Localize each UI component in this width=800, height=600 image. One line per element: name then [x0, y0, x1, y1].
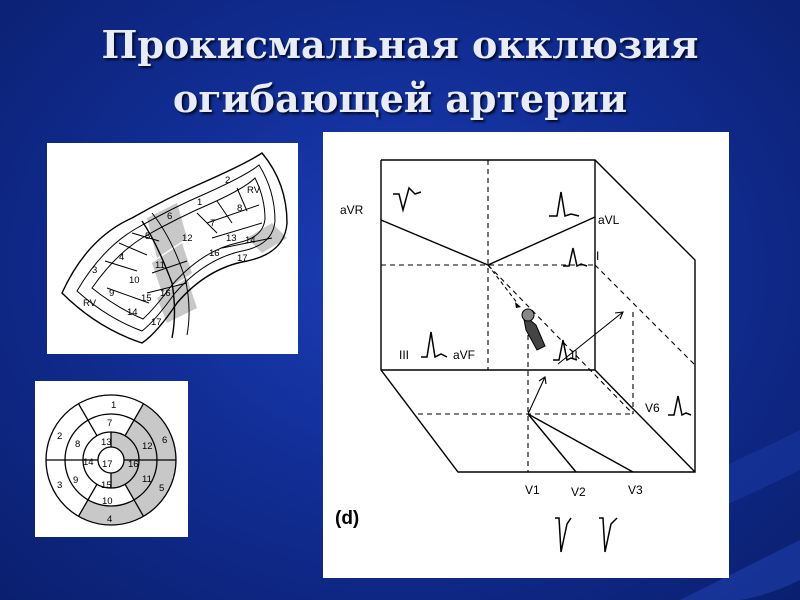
bullseye-segment-3: 3 — [57, 480, 62, 491]
bullseye-segment-10: 10 — [102, 496, 113, 507]
label-rv-top: RV — [247, 185, 261, 196]
bullseye-segment-12: 12 — [142, 441, 153, 452]
label-5: 5 — [145, 231, 150, 242]
hexaxial-ecg-diagram: aVR aVL I III aVF II V6 V1 V2 V3 (d) — [323, 132, 729, 578]
bullseye-segment-1: 1 — [111, 400, 116, 411]
segment-11-shaded — [125, 460, 157, 500]
bullseye-segment-15: 15 — [101, 480, 112, 491]
slide-title: Прокисмальная окклюзия огибающей артерии — [0, 18, 800, 126]
label-rv-left: RV — [83, 298, 97, 309]
lead-i: I — [596, 249, 599, 263]
label-13: 13 — [226, 233, 237, 244]
title-line-2: огибающей артерии — [172, 76, 628, 121]
lead-v3: V3 — [628, 483, 643, 497]
title-line-1: Прокисмальная окклюзия — [101, 22, 699, 67]
label-16-right: 16 — [209, 248, 220, 259]
label-11: 11 — [155, 260, 165, 271]
segment-4-shaded — [78, 499, 144, 526]
lead-ii: II — [571, 348, 578, 362]
bullseye-segment-13: 13 — [101, 437, 112, 448]
label-17-left: 17 — [151, 317, 162, 328]
label-7: 7 — [210, 218, 215, 229]
bullseye-segment-17: 17 — [102, 459, 113, 470]
bullseye-segment-8: 8 — [75, 439, 80, 450]
label-1: 1 — [197, 197, 202, 208]
bullseye-segment-14: 14 — [83, 457, 94, 468]
label-14-left: 14 — [127, 307, 138, 318]
lead-v2: V2 — [571, 485, 586, 499]
label-14-right: 14 — [245, 235, 256, 246]
lead-avr: aVR — [340, 203, 364, 217]
bullseye-segment-11: 11 — [142, 474, 152, 485]
lead-avf: aVF — [453, 348, 475, 362]
label-17-right: 17 — [237, 253, 248, 264]
label-15: 15 — [141, 293, 152, 304]
label-8: 8 — [237, 203, 242, 214]
lead-iii: III — [399, 348, 409, 362]
label-2: 2 — [225, 175, 230, 186]
label-4: 4 — [119, 252, 124, 263]
label-3: 3 — [92, 265, 97, 276]
bullseye-segment-5: 5 — [159, 483, 164, 494]
label-10: 10 — [129, 275, 140, 286]
segment-12-shaded — [125, 420, 157, 460]
label-12: 12 — [182, 233, 193, 244]
label-6: 6 — [167, 211, 172, 222]
label-9: 9 — [109, 288, 114, 299]
lead-v6: V6 — [645, 401, 660, 415]
bullseye-segment-7: 7 — [107, 418, 112, 429]
panel-label-d: (d) — [335, 508, 359, 529]
segment-6-shaded — [134, 403, 176, 460]
bullseye-segment-2: 2 — [57, 431, 62, 442]
bullseye-segment-16: 16 — [128, 459, 139, 470]
lead-v1: V1 — [525, 483, 540, 497]
lead-avl: aVL — [598, 213, 620, 227]
segment-5-shaded — [134, 460, 176, 517]
avr-waveform — [393, 186, 422, 213]
bullseye-segment-6: 6 — [162, 435, 167, 446]
heart-segment-diagram: 2 RV 1 8 6 7 12 13 14 16 17 5 4 11 3 10 … — [47, 143, 298, 354]
bullseye-segment-9: 9 — [73, 475, 78, 486]
bullseye-segment-4: 4 — [107, 514, 112, 525]
label-16-left: 16 — [160, 288, 171, 299]
